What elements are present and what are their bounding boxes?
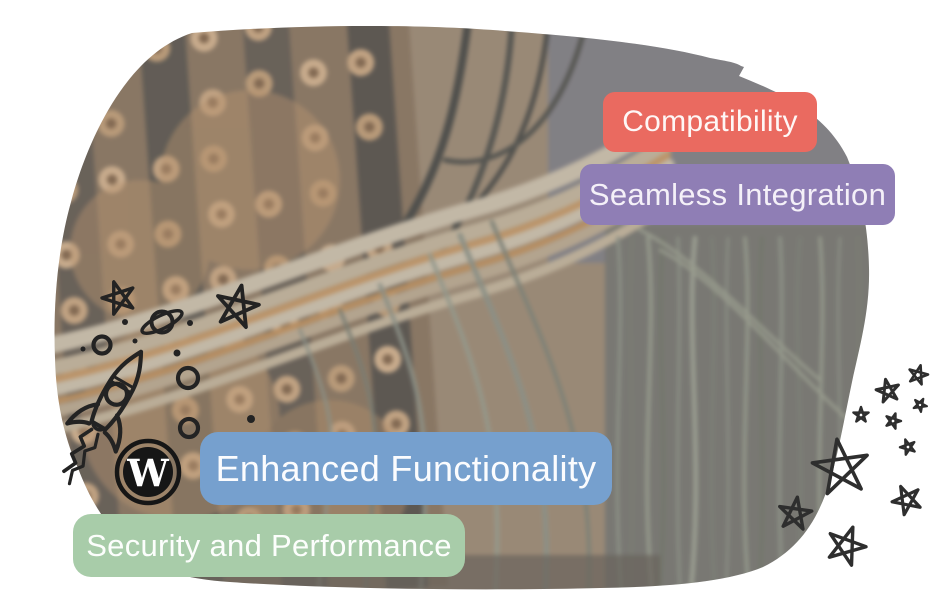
- star-doodle: [852, 405, 870, 423]
- connector-hole: [291, 504, 302, 515]
- connector-hole: [336, 373, 347, 384]
- star-doodle: [885, 412, 903, 430]
- connector-hole: [105, 118, 116, 129]
- hanging-cable: [640, 230, 820, 380]
- connector: [152, 154, 181, 183]
- connector: [207, 200, 236, 229]
- connector-hole: [263, 198, 274, 209]
- connector: [355, 112, 384, 141]
- connector: [225, 385, 254, 414]
- connector: [373, 345, 402, 374]
- connector-ferrule: [88, 44, 117, 73]
- connector: [254, 190, 283, 219]
- connector-hole: [59, 184, 70, 195]
- connector: [97, 165, 126, 194]
- badge-enhanced-functionality-label: Enhanced Functionality: [215, 447, 597, 489]
- badge-compatibility: Compatibility: [603, 92, 817, 152]
- connector: [198, 88, 227, 117]
- hanging-cable: [617, 238, 622, 600]
- connector-hole: [170, 284, 181, 295]
- badge-seamless-integration: Seamless Integration: [580, 164, 895, 225]
- connector: [42, 120, 71, 149]
- connector-hole: [310, 132, 321, 143]
- connector-hole: [198, 33, 209, 44]
- connector-hole: [281, 384, 292, 395]
- hanging-cable: [871, 238, 876, 600]
- connector: [88, 44, 117, 73]
- star-doodle: [908, 364, 930, 386]
- connector: [199, 144, 228, 173]
- connector-hole: [106, 174, 117, 185]
- connector: [301, 123, 330, 152]
- connector-ferrule: [42, 120, 71, 149]
- connector: [106, 230, 135, 259]
- connector-hole: [208, 153, 219, 164]
- star-doodle: [890, 484, 922, 517]
- connector-hole: [61, 249, 72, 260]
- connector: [308, 179, 337, 208]
- connector-hole: [161, 163, 172, 174]
- connector-hole: [382, 354, 393, 365]
- hanging-cable: [659, 238, 664, 600]
- cable-tail: [430, 255, 497, 600]
- star-doodle: [912, 397, 928, 414]
- badge-security-and-performance-label: Security and Performance: [86, 527, 452, 563]
- connector: [327, 364, 356, 393]
- hanging-cable: [647, 238, 653, 600]
- connector-hole: [216, 209, 227, 220]
- cable-tail: [492, 222, 589, 600]
- connector-hole: [51, 129, 62, 140]
- badge-compatibility-label: Compatibility: [622, 105, 798, 138]
- connector: [299, 58, 328, 87]
- hanging-cable: [759, 238, 763, 600]
- badge-seamless-integration-label: Seamless Integration: [588, 176, 887, 212]
- hanging-cable: [678, 238, 681, 600]
- star-doodle: [827, 525, 868, 567]
- connector-hole: [207, 97, 218, 108]
- connector-hole: [218, 274, 229, 285]
- cable-tail: [460, 235, 546, 600]
- connector-hole: [97, 53, 108, 64]
- hanging-cable: [711, 238, 715, 600]
- badge-enhanced-functionality: Enhanced Functionality: [200, 432, 612, 505]
- connector: [382, 409, 411, 438]
- connector: [272, 375, 301, 404]
- hanging-cable: [744, 238, 749, 600]
- connector-hole: [69, 305, 80, 316]
- hanging-cable: [629, 238, 632, 600]
- connector-hole: [391, 418, 402, 429]
- hanging-cable: [690, 238, 696, 600]
- cable: [52, 205, 668, 430]
- connector-hole: [355, 57, 366, 68]
- connector: [346, 48, 375, 77]
- star-doodle: [874, 377, 900, 404]
- connector-hole: [180, 405, 191, 416]
- star-doodle: [898, 438, 916, 456]
- connector-hole: [115, 239, 126, 250]
- connector: [245, 69, 274, 98]
- connector-hole: [308, 67, 319, 78]
- connector: [60, 296, 89, 325]
- connector: [161, 275, 190, 304]
- connector: [153, 219, 182, 248]
- connector-hole: [364, 121, 375, 132]
- connector-hole: [254, 78, 265, 89]
- hanging-cable: [726, 238, 729, 600]
- hanging-cable: [660, 250, 860, 430]
- hanging-cable: [780, 238, 783, 600]
- connector-hole: [188, 460, 199, 471]
- connector-hole: [234, 394, 245, 405]
- connector-hole: [162, 228, 173, 239]
- connector-hole: [317, 188, 328, 199]
- badge-security-and-performance: Security and Performance: [73, 514, 465, 577]
